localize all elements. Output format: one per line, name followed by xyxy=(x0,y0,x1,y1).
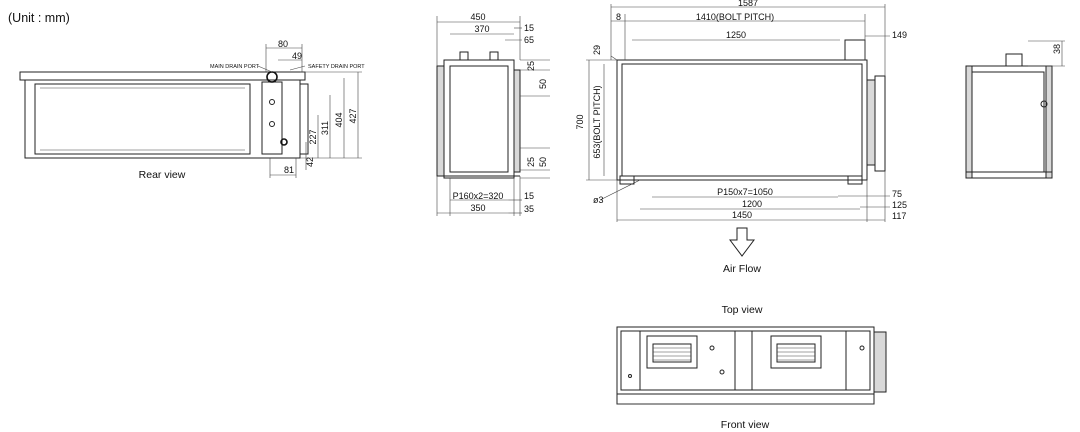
dim-1200: 1200 xyxy=(742,199,762,209)
dim-8: 8 xyxy=(616,12,621,22)
side-left-flange xyxy=(436,65,445,177)
dim-25-top: 25 xyxy=(526,61,536,71)
dim-350: 350 xyxy=(470,203,485,213)
fan-outlet-right xyxy=(770,335,822,369)
dim-1410: 1410(BOLT PITCH) xyxy=(696,12,774,22)
dim-29: 29 xyxy=(592,45,602,55)
rear-view: MAIN DRAIN PORT SAFETY DRAIN PORT 80 49 … xyxy=(19,39,365,178)
dim-80: 80 xyxy=(278,39,288,49)
air-flow-arrow-icon xyxy=(729,227,755,257)
main-drain-label: MAIN DRAIN PORT xyxy=(210,64,260,70)
dim-117: 117 xyxy=(892,211,906,221)
dim-65: 65 xyxy=(524,35,534,45)
front-view xyxy=(616,326,887,405)
dim-149: 149 xyxy=(892,30,907,40)
front-right-flange xyxy=(873,331,887,393)
top-body xyxy=(616,59,868,181)
front-body xyxy=(616,326,875,395)
dim-42: 42 xyxy=(305,157,315,167)
front-view-caption: Front view xyxy=(721,419,770,431)
safety-drain-port-icon xyxy=(280,138,288,146)
dim-370: 370 xyxy=(474,24,489,34)
dim-p160x2: P160x2=320 xyxy=(453,191,504,201)
dim-38: 38 xyxy=(1052,44,1062,54)
unit-label: (Unit : mm) xyxy=(8,11,70,25)
dim-700: 700 xyxy=(575,114,585,129)
dim-311: 311 xyxy=(320,121,330,135)
dim-phi3: ø3 xyxy=(593,195,604,205)
dim-15-top: 15 xyxy=(524,23,534,33)
dim-p150x7: P150x7=1050 xyxy=(717,187,773,197)
dim-50-top: 50 xyxy=(538,79,548,89)
top-right-flange xyxy=(866,79,876,166)
dim-81: 81 xyxy=(284,165,294,175)
dim-653: 653(BOLT PITCH) xyxy=(592,85,602,158)
top-view: ø3 1587 8 1410(BOLT PITCH) 1250 149 700 … xyxy=(575,0,907,222)
dim-1587: 1587 xyxy=(738,0,758,8)
dim-49: 49 xyxy=(292,51,302,61)
dim-15-bottom: 15 xyxy=(524,191,534,201)
dim-1250: 1250 xyxy=(726,30,746,40)
air-flow-label: Air Flow xyxy=(723,263,761,275)
side-body xyxy=(443,59,515,179)
dim-450: 450 xyxy=(470,12,485,22)
right-view: 38 xyxy=(965,40,1065,179)
dim-404: 404 xyxy=(334,112,344,127)
dim-227: 227 xyxy=(308,129,318,144)
rear-opening xyxy=(34,83,251,155)
dim-125: 125 xyxy=(892,200,907,210)
dim-75: 75 xyxy=(892,189,902,199)
rear-top-flange xyxy=(19,71,306,81)
rear-body xyxy=(24,79,301,159)
safety-drain-label: SAFETY DRAIN PORT xyxy=(308,64,365,70)
side-view: 450 370 15 65 25 50 25 50 P160x2=320 15 … xyxy=(436,12,550,216)
right-body xyxy=(965,65,1053,179)
dim-50-bottom: 50 xyxy=(538,157,548,167)
top-view-caption: Top view xyxy=(722,304,763,316)
fan-outlet-left xyxy=(646,335,698,369)
dim-25-bottom: 25 xyxy=(526,157,536,167)
dim-1450: 1450 xyxy=(732,210,752,220)
dim-35: 35 xyxy=(524,204,534,214)
rear-view-caption: Rear view xyxy=(139,169,186,181)
dim-427: 427 xyxy=(348,108,358,123)
